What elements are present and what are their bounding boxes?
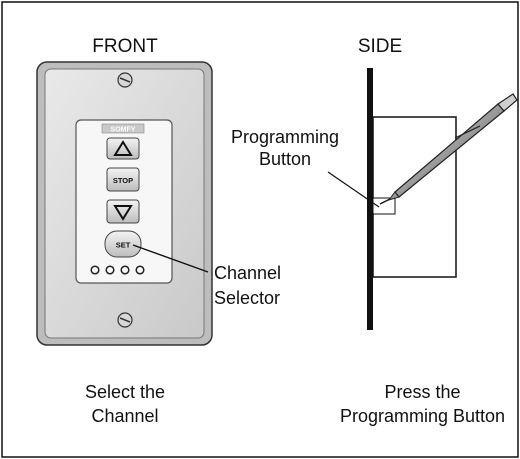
- svg-text:STOP: STOP: [113, 176, 133, 185]
- switch-box-side: [372, 116, 457, 278]
- pen-clip: [454, 125, 481, 139]
- screw-icon: [117, 312, 133, 328]
- channel-selector-callout: Channel Selector: [214, 263, 282, 308]
- svg-text:SET: SET: [116, 241, 131, 250]
- channel-indicator-lights: [90, 265, 145, 275]
- channel-selector-leader-line: [132, 244, 209, 273]
- brand-logo-text: SOMFY: [111, 127, 136, 134]
- screw-icon: [117, 72, 133, 88]
- set-button: SET: [104, 230, 142, 258]
- channel-indicator-dot: [105, 265, 115, 275]
- programming-button-leader-line: [327, 171, 380, 208]
- pen-icon: [379, 93, 518, 205]
- down-button: [106, 199, 140, 224]
- programming-button: [372, 197, 396, 215]
- front-caption: Select the Channel: [84, 382, 166, 426]
- triangle-down-icon: [113, 205, 133, 221]
- programming-button-callout: Programming Button: [230, 127, 340, 169]
- channel-indicator-dot: [135, 265, 145, 275]
- brand-logo: [101, 123, 145, 134]
- up-button: [106, 137, 140, 160]
- channel-indicator-dot: [90, 265, 100, 275]
- side-caption: Press the Programming Button: [339, 382, 506, 426]
- front-title: FRONT: [92, 36, 158, 57]
- triangle-up-icon: [113, 140, 133, 156]
- wall-switch-side: [327, 68, 518, 330]
- stop-button: STOP: [106, 167, 140, 192]
- channel-indicator-dot: [120, 265, 130, 275]
- side-title: SIDE: [357, 36, 403, 57]
- wall-switch-front: SOMFY STOP SET: [36, 61, 213, 346]
